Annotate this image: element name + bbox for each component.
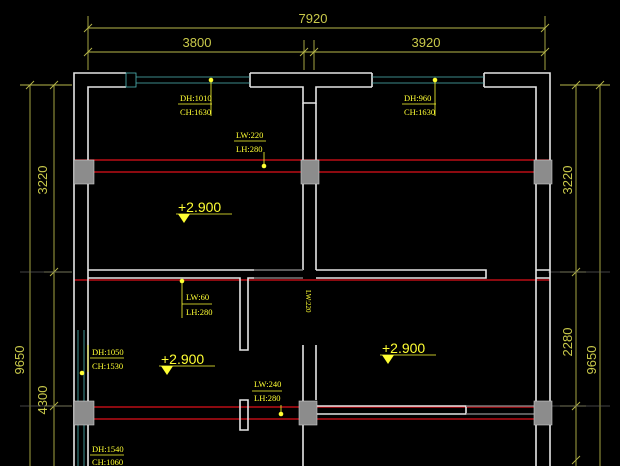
top-dimension-lines (83, 16, 550, 70)
window-note-top-left-ch: CH:1630 (180, 107, 211, 117)
columns (73, 159, 553, 426)
column (298, 400, 318, 426)
elevation-marker-lower-left: +2.900 (159, 351, 215, 375)
elevation-label: +2.900 (382, 340, 425, 356)
window-note-left-lower-ch: CH:1060 (92, 457, 123, 466)
leaders (79, 77, 438, 417)
dim-top-overall: 7920 (299, 11, 328, 26)
beam-note-vertical: LW:220 (304, 290, 312, 313)
window-note-top-right-dh: DH:960 (404, 93, 431, 103)
walls (73, 72, 551, 466)
column (300, 159, 320, 185)
beam-note-middle-lw: LW:60 (186, 292, 209, 302)
elevation-label: +2.900 (178, 199, 221, 215)
window-note-left-lower-dh: DH:1540 (92, 444, 124, 454)
dim-left-upper: 3220 (35, 166, 50, 195)
elevation-marker-upper-left: +2.900 (176, 199, 232, 223)
dim-right-upper: 3220 (560, 166, 575, 195)
window-note-left-upper-ch: CH:1530 (92, 361, 123, 371)
beam-note-lower-lw: LW:240 (254, 379, 281, 389)
elevation-label: +2.900 (161, 351, 204, 367)
column (533, 159, 553, 185)
column (73, 400, 95, 426)
elevation-marker-lower-right: +2.900 (380, 340, 436, 364)
beam-note-lower-lh: LH:280 (254, 393, 280, 403)
windows (77, 72, 484, 466)
window-note-left-upper-dh: DH:1050 (92, 347, 124, 357)
dim-right-lower: 2280 (560, 328, 575, 357)
dim-left-lower: 4300 (35, 386, 50, 415)
beam-note-upper-lw: LW:220 (236, 130, 263, 140)
dim-right-overall: 9650 (584, 346, 599, 375)
column (533, 400, 553, 426)
dim-left-overall: 9650 (12, 346, 27, 375)
window-note-top-right-ch: CH:1630 (404, 107, 435, 117)
right-dimension-lines (560, 80, 610, 466)
beam-note-upper-lh: LH:280 (236, 144, 262, 154)
grid-lines (20, 271, 610, 407)
beam-note-middle-lh: LH:280 (186, 307, 212, 317)
dim-top-right: 3920 (412, 35, 441, 50)
window-note-top-left-dh: DH:1010 (180, 93, 212, 103)
dim-top-left: 3800 (183, 35, 212, 50)
column (73, 159, 95, 185)
